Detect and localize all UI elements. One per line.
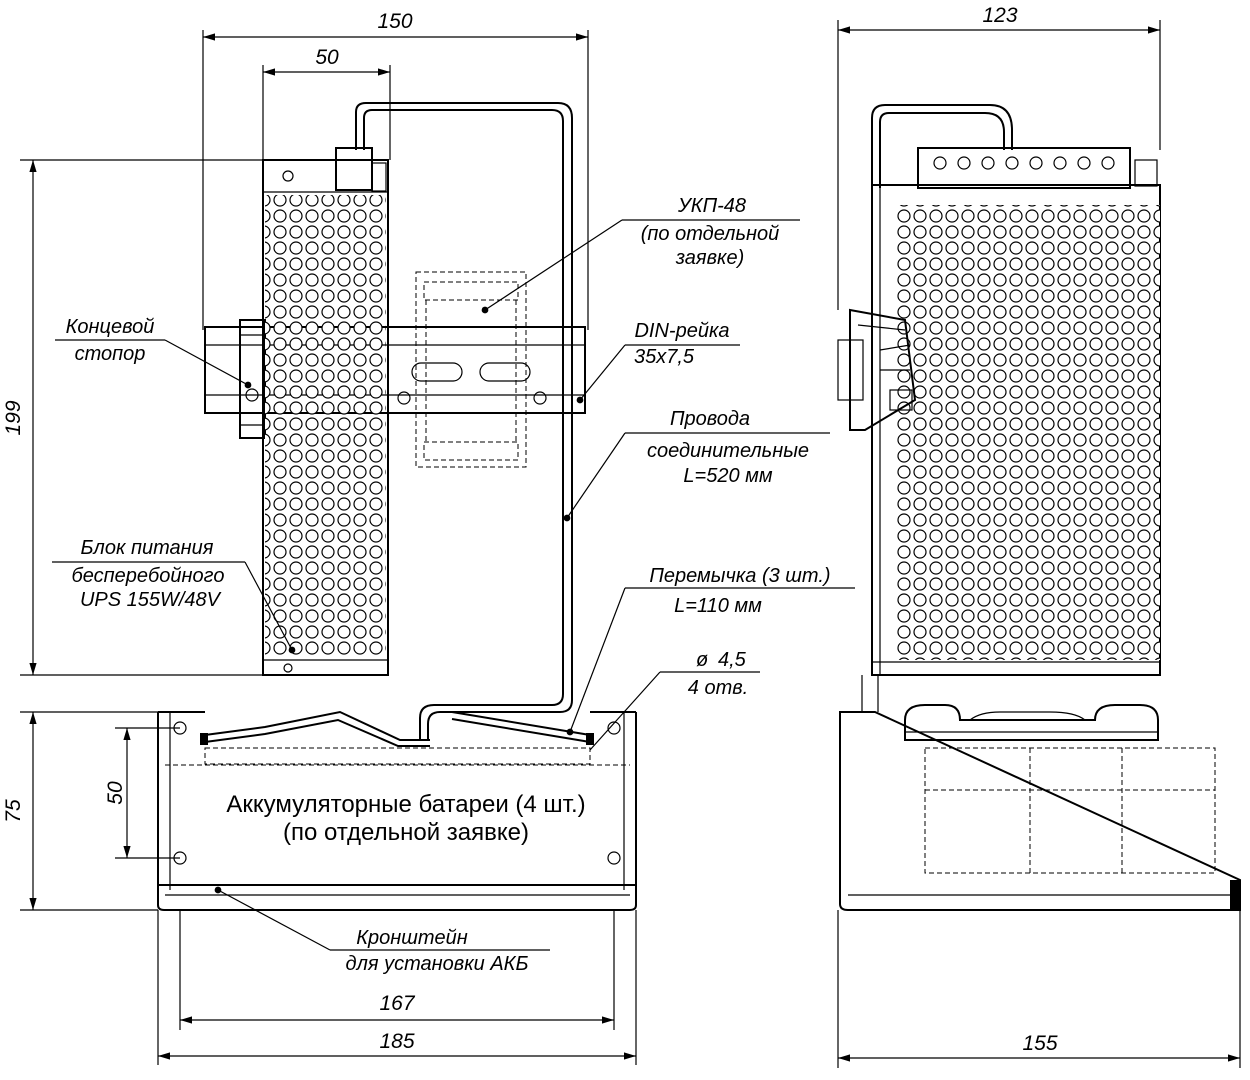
front-dimensions (20, 30, 637, 1065)
din-clip-side (837, 308, 917, 431)
power-supply-side (871, 104, 1161, 676)
dimension-values: 150 50 199 75 50 167 185 123 155 (2, 4, 1058, 1055)
hole-label-1: 4,5 (718, 649, 747, 671)
terminal-block (933, 156, 1115, 170)
jumper-label-1: Перемычка (3 шт.) (649, 565, 830, 587)
dim-150: 150 (377, 10, 412, 33)
ukp-label-1: УКП-48 (677, 195, 746, 217)
hole-label-2: 4 отв. (688, 677, 748, 699)
battery-label-2: (по отдельной заявке) (283, 819, 529, 846)
dim-50-holes: 50 (104, 781, 127, 805)
dim-75: 75 (2, 799, 25, 823)
end-stop-label-1: Концевой (66, 316, 155, 338)
dim-185: 185 (379, 1030, 414, 1053)
battery-side (904, 704, 1216, 874)
jumper-label-2: L=110 мм (674, 595, 762, 617)
bracket-label-1: Кронштейн (356, 927, 468, 949)
psu-label-2: бесперебойного (72, 565, 225, 587)
ukp-label-3: заявке) (675, 247, 745, 269)
psu-label-3: UPS 155W/48V (80, 589, 222, 611)
dim-167: 167 (379, 992, 415, 1015)
diameter-symbol: ø (696, 649, 708, 671)
dim-50-top: 50 (315, 46, 339, 69)
leader-lines (52, 219, 855, 951)
battery-label-1: Аккумуляторные батареи (4 шт.) (226, 791, 585, 818)
din-label-1: DIN-рейка (634, 320, 729, 342)
callout-labels: УКП-48 (по отдельной заявке) Концевой ст… (66, 195, 831, 975)
side-view (837, 20, 1241, 1068)
jumpers (200, 710, 594, 747)
end-stop (239, 319, 266, 439)
dim-123: 123 (982, 4, 1017, 27)
dim-155: 155 (1022, 1032, 1057, 1055)
connection-wires (355, 102, 573, 740)
battery-area (165, 747, 630, 766)
end-stop-label-2: стопор (75, 343, 146, 365)
ukp-label-2: (по отдельной (641, 223, 779, 245)
side-dimensions (837, 20, 1241, 1068)
wires-label-3: L=520 мм (683, 465, 772, 487)
bracket-front (157, 711, 637, 911)
ukp-48-module (415, 271, 527, 468)
wires-label-2: соединительные (647, 440, 809, 462)
bracket-label-2: для установки АКБ (346, 953, 529, 975)
dim-199: 199 (2, 400, 25, 435)
power-supply-front (262, 147, 389, 676)
din-label-2: 35x7,5 (634, 346, 695, 368)
bracket-side (839, 675, 1241, 911)
front-view (20, 30, 855, 1065)
psu-label-1: Блок питания (81, 537, 214, 559)
wires-label-1: Провода (670, 408, 750, 430)
